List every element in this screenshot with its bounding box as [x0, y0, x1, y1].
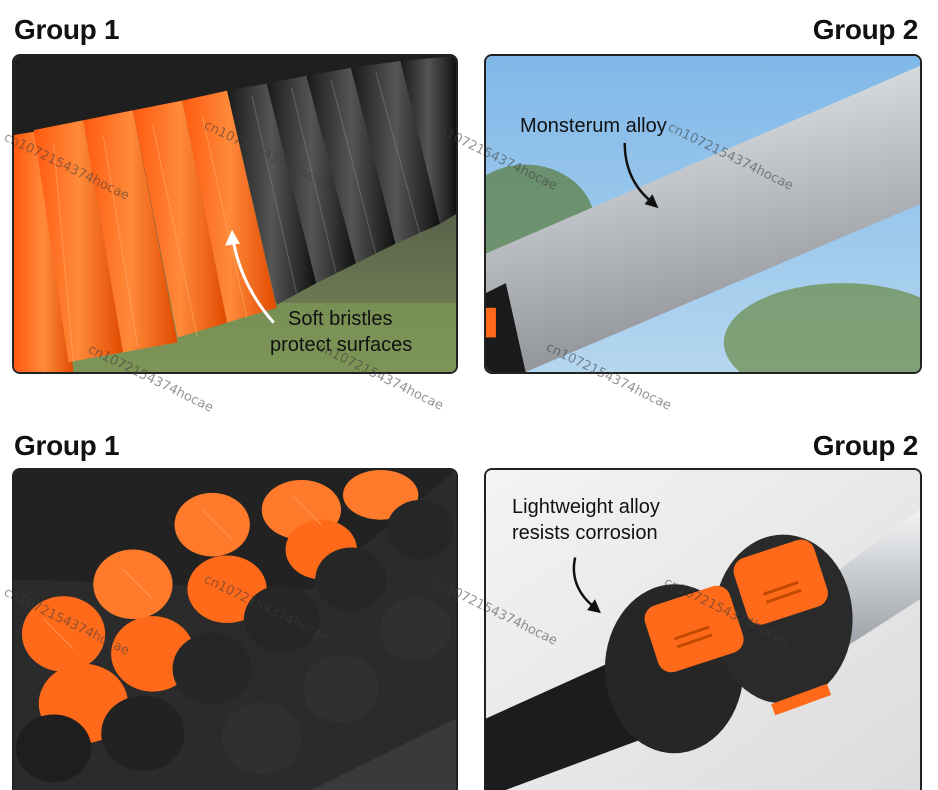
group-1-title-top: Group 1 [14, 14, 120, 45]
alloy-top-caption: Monsterum alloy [520, 115, 667, 137]
bristles-side-image [14, 56, 456, 372]
bristles-side-panel: Soft bristles protect surfaces [12, 54, 458, 374]
bristles-top-image [14, 470, 456, 790]
group-1-title-bottom: Group 1 [14, 430, 120, 461]
alloy-bottom-caption-line2: resists corrosion [512, 522, 658, 544]
alloy-lock-panel: Lightweight alloy resists corrosion [484, 468, 922, 790]
alloy-bottom-caption-line1: Lightweight alloy [512, 496, 660, 518]
alloy-pole-image [486, 56, 920, 372]
group-2-title-bottom: Group 2 [812, 430, 919, 461]
group-2-title-top: Group 2 [812, 14, 919, 45]
bristles-caption-line2: protect surfaces [270, 334, 413, 356]
alloy-lock-image [486, 470, 920, 790]
alloy-pole-panel: Monsterum alloy [484, 54, 922, 374]
bristles-top-panel [12, 468, 458, 790]
bristles-caption-line1: Soft bristles [288, 308, 393, 330]
